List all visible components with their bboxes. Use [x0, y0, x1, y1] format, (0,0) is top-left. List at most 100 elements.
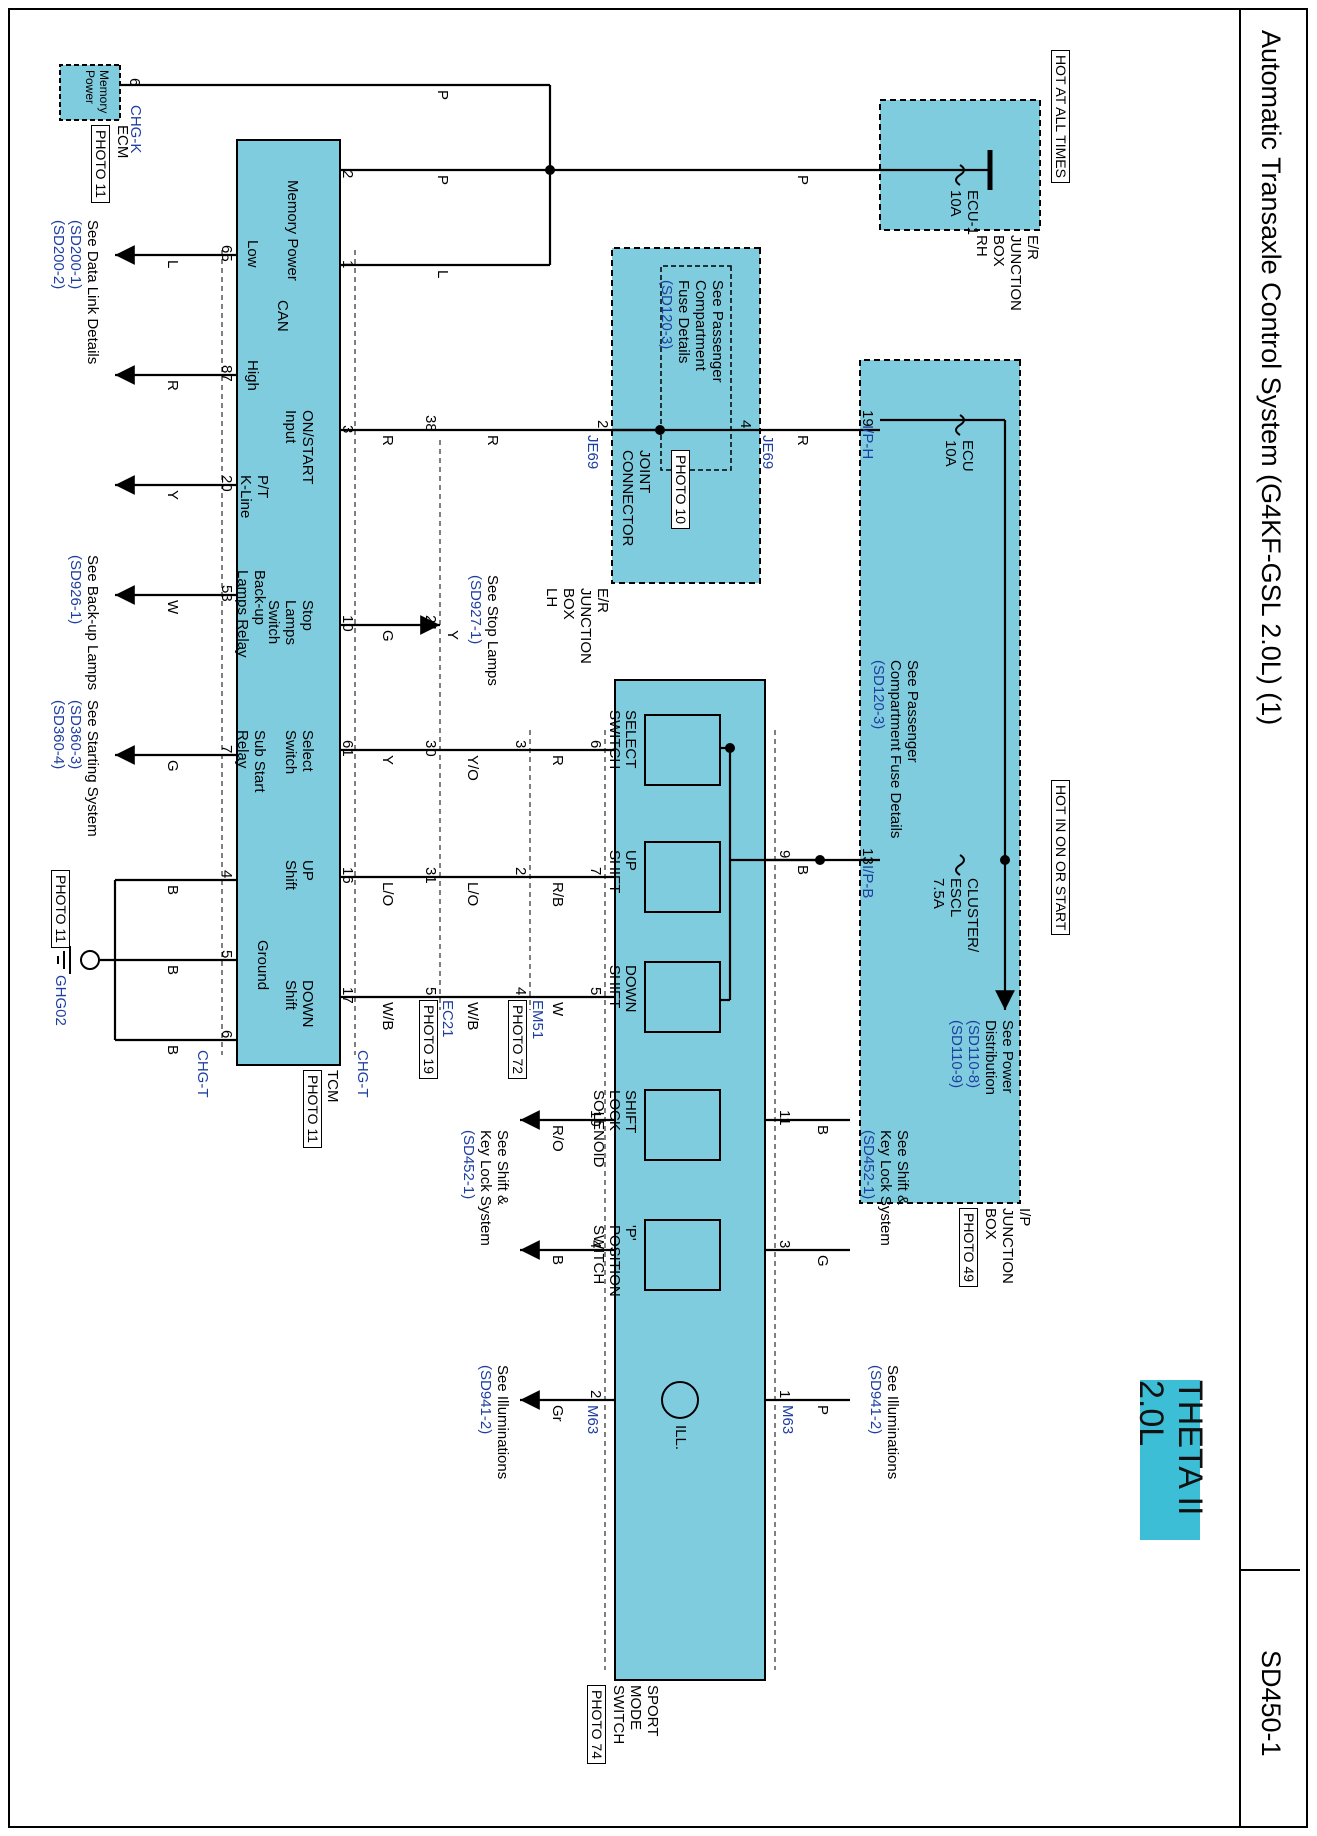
ec21-photo-2: 19 [421, 1058, 437, 1074]
lh-photo: PHOTO 10 [671, 450, 690, 529]
wire-g10: G [379, 630, 396, 642]
ip-note-1: See Passenger [904, 660, 921, 763]
ecm-pin-label-1: Memory [97, 70, 111, 114]
lh-note-ref: (SD120-3) [658, 280, 675, 350]
sport-mode-switch-box [614, 679, 766, 1681]
er-jb-lh-3: BOX [560, 588, 577, 620]
tcm-stop-3: Switch [265, 600, 282, 645]
pin-em4: 4 [512, 987, 529, 996]
em51-photo: PHOTO 72 [508, 1000, 527, 1079]
ecm-photo-2: 11 [93, 183, 109, 198]
wire-rb2: R/B [549, 882, 566, 908]
m63-bottom: M63 [584, 1405, 601, 1435]
ecm-connector: CHG-K [127, 105, 144, 154]
ref-illum-top: See Illuminations [884, 1365, 901, 1480]
wire-g3: G [814, 1255, 831, 1267]
pin-tcm87: 87 [218, 365, 235, 382]
lh-note-2: Compartment [692, 280, 709, 371]
wire-y21: Y [444, 630, 461, 641]
iph-id: I/P-H [859, 425, 876, 460]
power-ref-1: (SD110-8) [965, 1020, 982, 1089]
wire-gnd-b2: B [164, 965, 181, 976]
ip-jb-3: BOX [982, 1208, 999, 1240]
wire-b11: B [814, 1125, 831, 1136]
pin-m7: 7 [587, 867, 604, 876]
pin-ecm6: 6 [126, 78, 143, 87]
theta-badge: THETA II 2.0L [1132, 1380, 1209, 1540]
ip-note-2: Compartment Fuse Details [887, 660, 904, 839]
pin-m11: 11 [776, 1110, 793, 1126]
down-shift-2: SHIFT [606, 965, 623, 1009]
ghg02-id: GHG02 [52, 975, 69, 1026]
tcm-pt-2: K-Line [237, 475, 254, 519]
tcm-select-1: Select [299, 730, 316, 772]
ec21-id: EC21 [439, 1000, 456, 1038]
er-jb-rh-line1: E/R [1024, 235, 1041, 261]
pin-m3: 3 [776, 1240, 793, 1249]
wire-b9: B [794, 865, 811, 876]
tcm-select-2: Switch [282, 730, 299, 775]
pin-tcm1: 1 [339, 260, 356, 269]
wire-p3: P [434, 90, 451, 101]
wire-r-em3: R [549, 755, 566, 766]
pin-tcm6: 6 [218, 1030, 235, 1039]
page-id: SD450-1 [1256, 1650, 1286, 1757]
er-jb-lh-2: JUNCTION [577, 588, 594, 664]
em51-photo-1: PHOTO [510, 1005, 526, 1055]
pin-m2: 2 [587, 1390, 604, 1399]
tcm-onstart-2: Input [282, 410, 299, 444]
diagram-stage: Automatic Transaxle Control System (G4KF… [10, 10, 1300, 1826]
cluster-fuse-amp: 7.5A [930, 878, 947, 909]
ref-stop: See Stop Lamps [484, 575, 501, 686]
pin-tcm61: 61 [339, 740, 356, 757]
je69-top: JE69 [759, 435, 776, 470]
shift-lock-symbol [644, 1089, 721, 1161]
er-jb-lh-1: E/R [594, 588, 611, 614]
hot-in-on-or-start: HOT IN ON OR START [1051, 780, 1070, 936]
down-shift-1: DOWN [622, 965, 639, 1013]
tcm-ground: Ground [254, 940, 271, 991]
page-title: Automatic Transaxle Control System (G4KF… [1256, 30, 1286, 726]
ecu-fuse: ECU [959, 440, 976, 472]
ecu-fuse-amp: 10A [942, 440, 959, 467]
tcm-can: CAN [274, 300, 291, 332]
er-jb-rh-line2: JUNCTION [1007, 235, 1024, 311]
tcm-memory-power: Memory Power [284, 180, 301, 281]
ip-note-ref: (SD120-3) [870, 660, 887, 730]
ground-symbol [57, 946, 100, 974]
pin-em2: 2 [512, 867, 529, 876]
lh-photo-2: 10 [673, 508, 689, 524]
tcm-backup-1: Back-up [251, 570, 268, 626]
power-1: See Power [999, 1020, 1016, 1094]
ref-shiftlock-top-2: Key Lock System [877, 1130, 894, 1246]
tcm-up-1: UP [299, 860, 316, 881]
up-shift-1: UP [622, 850, 639, 871]
pin-ec21: 21 [422, 615, 439, 632]
pin-m9: 9 [776, 850, 793, 859]
wire-p1: P [794, 175, 811, 186]
ec21-photo-1: PHOTO [421, 1005, 437, 1055]
ip-junction-box [859, 359, 1021, 1204]
lh-note-1: See Passenger [709, 280, 726, 383]
tcm-photo-2: 11 [305, 1128, 321, 1143]
page-frame [8, 8, 1308, 1828]
select-switch-2: SWITCH [606, 710, 623, 770]
sport-photo-2: 74 [589, 1743, 605, 1759]
er-jb-lh-4: LH [543, 588, 560, 608]
junction-dots [545, 165, 1010, 865]
select-switch-symbol [644, 714, 721, 786]
pin-m10: 10 [587, 1110, 604, 1127]
wire-p1s: P [814, 1405, 831, 1416]
tcm-stop-2: Lamps [282, 600, 299, 646]
pin-ec30: 30 [422, 740, 439, 757]
er-jb-rh-line3: BOX [990, 235, 1007, 267]
pin-ip19: 19 [859, 410, 876, 427]
tcm-high: High [244, 360, 261, 391]
shift-lock-2: LOCK [606, 1090, 623, 1131]
tcm-substart-1: Sub Start [251, 730, 268, 793]
ref-start: See Starting System [84, 700, 101, 837]
tcm-photo-1: PHOTO [305, 1075, 321, 1125]
wire-p2: P [434, 175, 451, 186]
tcm-onstart-1: ON/START [299, 410, 316, 485]
wire-bu-w: W [164, 600, 181, 615]
